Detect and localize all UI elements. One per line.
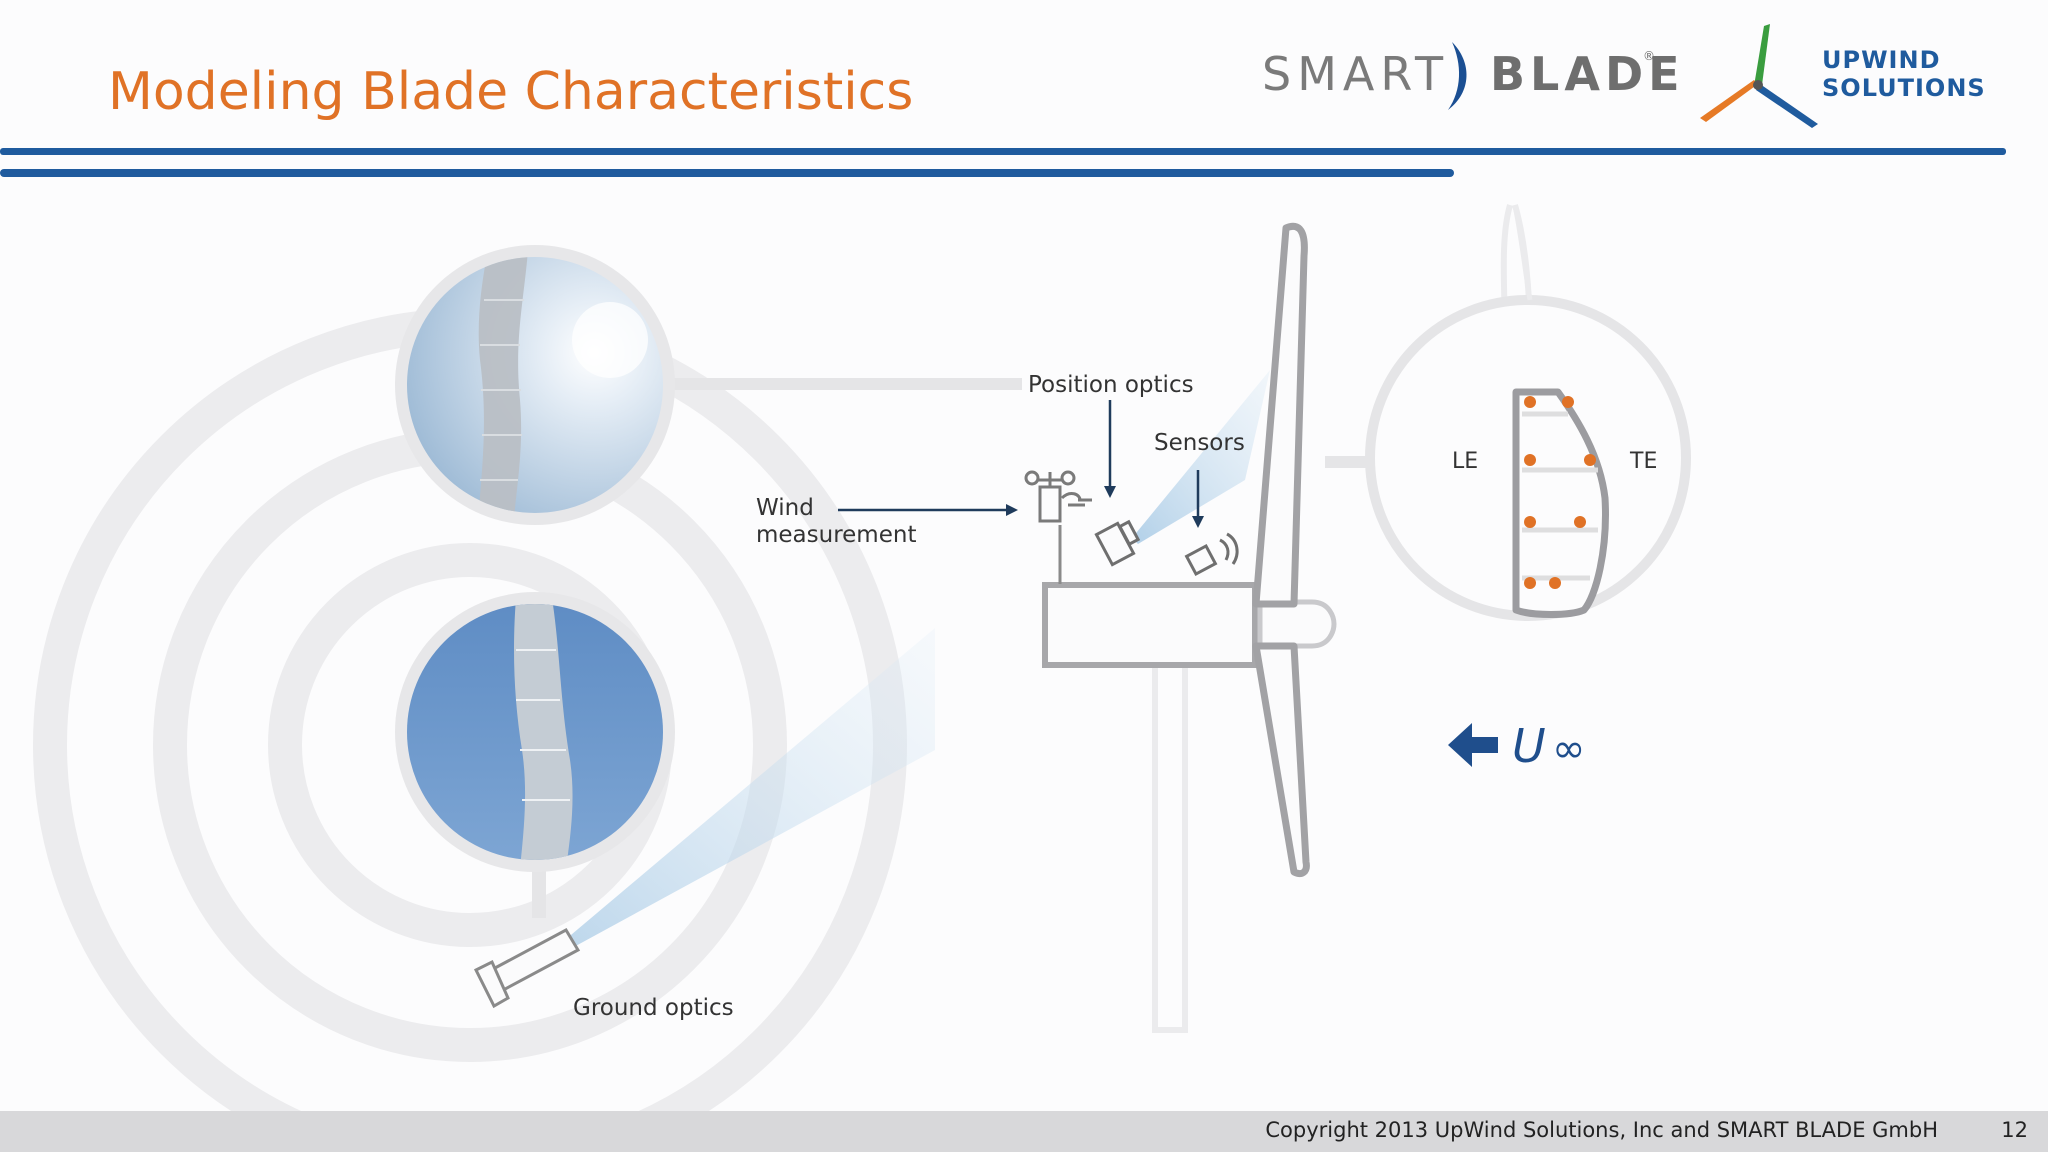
blade-photo-blue	[395, 592, 675, 872]
svg-text:BLADE: BLADE	[1490, 47, 1685, 101]
leading-edge-label: LE	[1452, 449, 1478, 474]
header-rule-bottom	[0, 169, 1454, 177]
anemometer-icon	[1024, 470, 1092, 523]
header-rule-top	[0, 148, 2006, 155]
wind-measurement-label: Wind measurement	[756, 495, 916, 548]
position-optics-label: Position optics	[1028, 372, 1194, 398]
ground-optics-label: Ground optics	[573, 995, 734, 1021]
sensor-dots	[1524, 396, 1596, 589]
svg-text:®: ®	[1643, 49, 1655, 63]
copyright-text: Copyright 2013 UpWind Solutions, Inc and…	[1265, 1118, 1938, 1142]
wind-turbine	[1042, 204, 1533, 1033]
upwind-logo: UPWIND SOLUTIONS	[1700, 24, 1986, 128]
blade-photo-sky	[395, 245, 675, 525]
trailing-edge-label: TE	[1629, 449, 1657, 474]
blade-section-view: LE TE	[1365, 204, 1691, 621]
page-title: Modeling Blade Characteristics	[108, 62, 914, 122]
arrow-left-icon	[1448, 723, 1498, 767]
footer-bar	[0, 1111, 2048, 1152]
svg-text:U: U	[1512, 719, 1546, 773]
label-arrows	[838, 400, 1204, 528]
svg-text:UPWIND: UPWIND	[1822, 46, 1941, 74]
page-number: 12	[2001, 1118, 2028, 1142]
position-optics-camera-icon	[1094, 519, 1141, 567]
position-optics-beam	[1132, 370, 1270, 544]
svg-text:∞: ∞	[1552, 726, 1585, 772]
sensors-label: Sensors	[1154, 430, 1245, 456]
ground-optics-camera-icon	[473, 928, 581, 1009]
sensor-device-icon	[1184, 532, 1239, 577]
photo-stem	[532, 860, 546, 918]
free-stream-arrow: U ∞	[1448, 719, 1585, 773]
svg-text:SOLUTIONS: SOLUTIONS	[1822, 74, 1986, 102]
smart-blade-logo: SMART BLADE ®	[1262, 42, 1685, 110]
svg-text:SMART: SMART	[1262, 47, 1449, 101]
connector-line-photo	[660, 378, 1022, 390]
ground-optics-beam	[565, 628, 935, 948]
